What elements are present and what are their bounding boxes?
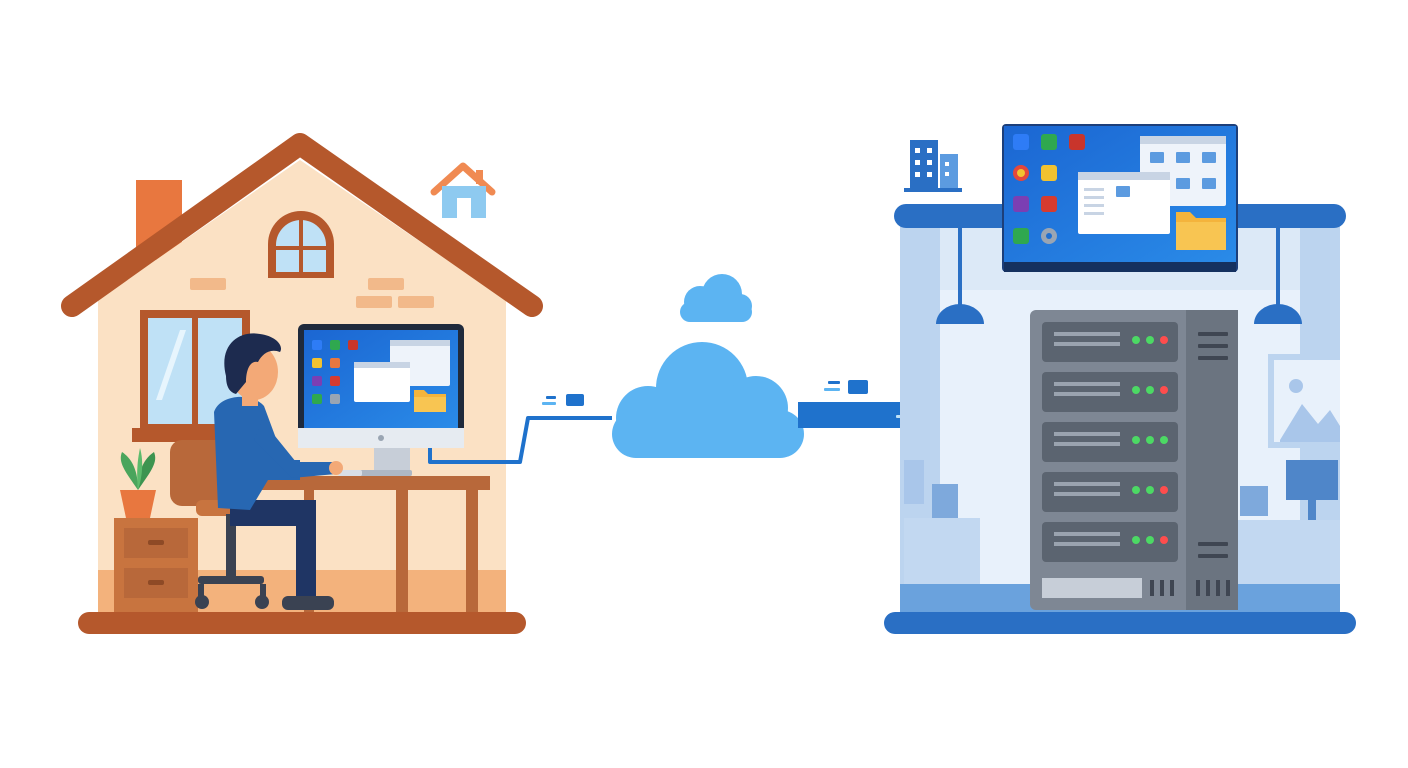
home-screen-app-icons [312,340,358,404]
remote-desktop-screen-icon [1002,124,1238,272]
server-unit [1042,322,1178,362]
server-unit [1042,372,1178,412]
drawer-cabinet [114,518,198,612]
server-rack-icon [1030,310,1238,610]
pendant-lamp [936,228,984,324]
server-unit [1042,422,1178,462]
keyboard [338,470,362,476]
small-cloud-icon [680,274,752,322]
main-cloud [612,342,804,458]
server-unit [1042,472,1178,512]
home-office-scene [61,133,612,634]
cloud-icon [612,274,804,458]
wall-bricks [190,278,434,308]
pendant-lamp [1254,228,1302,324]
background-desks [904,460,1340,584]
folder-icon [414,390,446,412]
folder-icon [1176,212,1226,250]
server-unit [1042,522,1178,562]
attic-window [268,211,334,278]
remote-screen-app-icons [1013,134,1085,244]
home-monitor [298,324,464,476]
office-building-icon [904,140,962,192]
data-packet-icon [824,380,868,394]
small-house-icon [430,162,496,218]
data-packet-icon [542,394,584,406]
house-roof [61,133,543,317]
network-cable [428,416,612,464]
house-ground-strip [78,612,526,634]
wall-picture-icon [1268,354,1340,448]
person-at-computer-icon [214,333,343,610]
potted-plant [120,448,156,518]
datacenter-base [884,612,1356,634]
data-center-scene [884,124,1356,634]
